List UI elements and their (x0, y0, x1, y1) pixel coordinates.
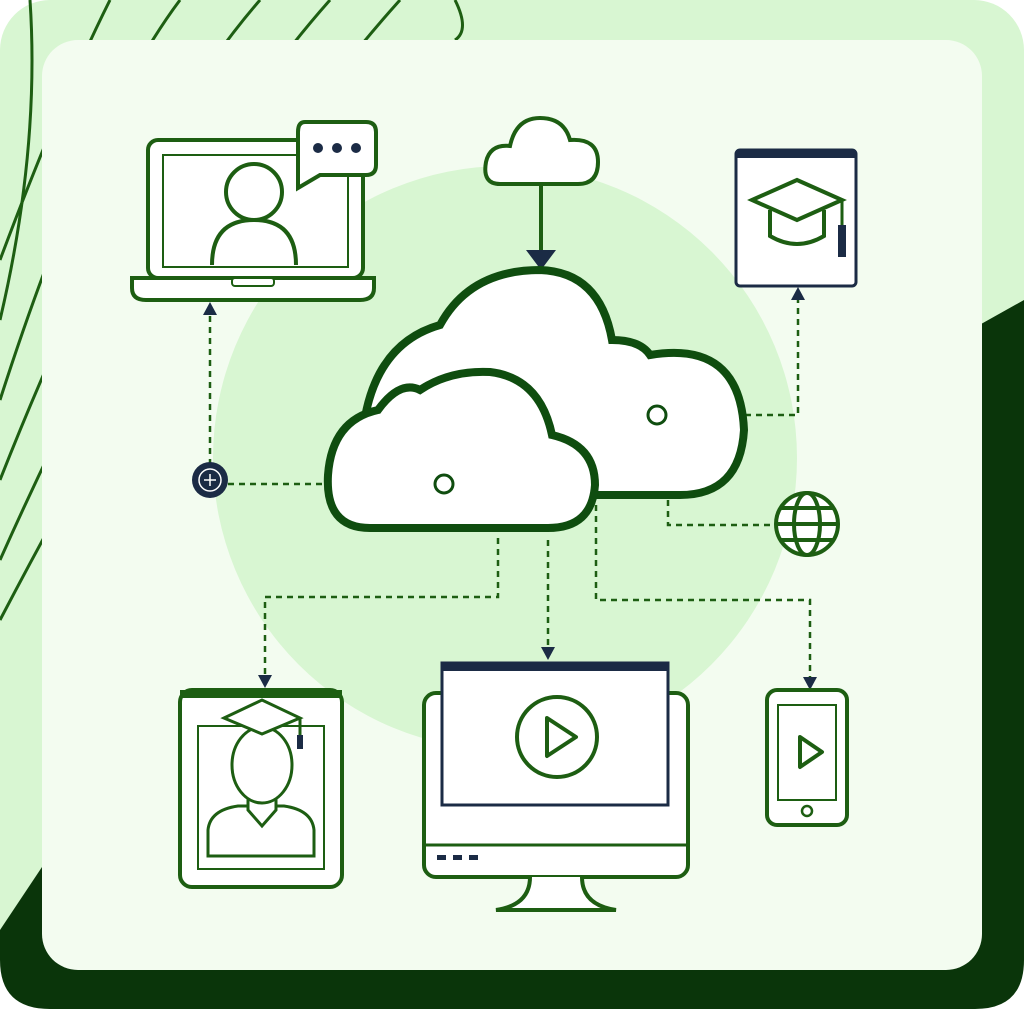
globe-icon (774, 491, 840, 557)
chat-bubble-icon (296, 120, 378, 192)
phone-video-play-icon (765, 688, 849, 827)
user-body (210, 217, 298, 266)
user-head (224, 162, 284, 222)
cloud-node-2 (433, 473, 455, 495)
graduation-book-icon (734, 148, 858, 288)
cloud-node-1 (646, 404, 668, 426)
play-button-circle (515, 695, 599, 779)
arrow-heads (203, 287, 817, 690)
network-node-icon (192, 462, 228, 498)
monitor-video-play-icon (422, 661, 690, 912)
small-cloud-icon (483, 115, 601, 270)
student-portrait-icon (178, 688, 344, 889)
central-cloud-icon (323, 265, 749, 532)
